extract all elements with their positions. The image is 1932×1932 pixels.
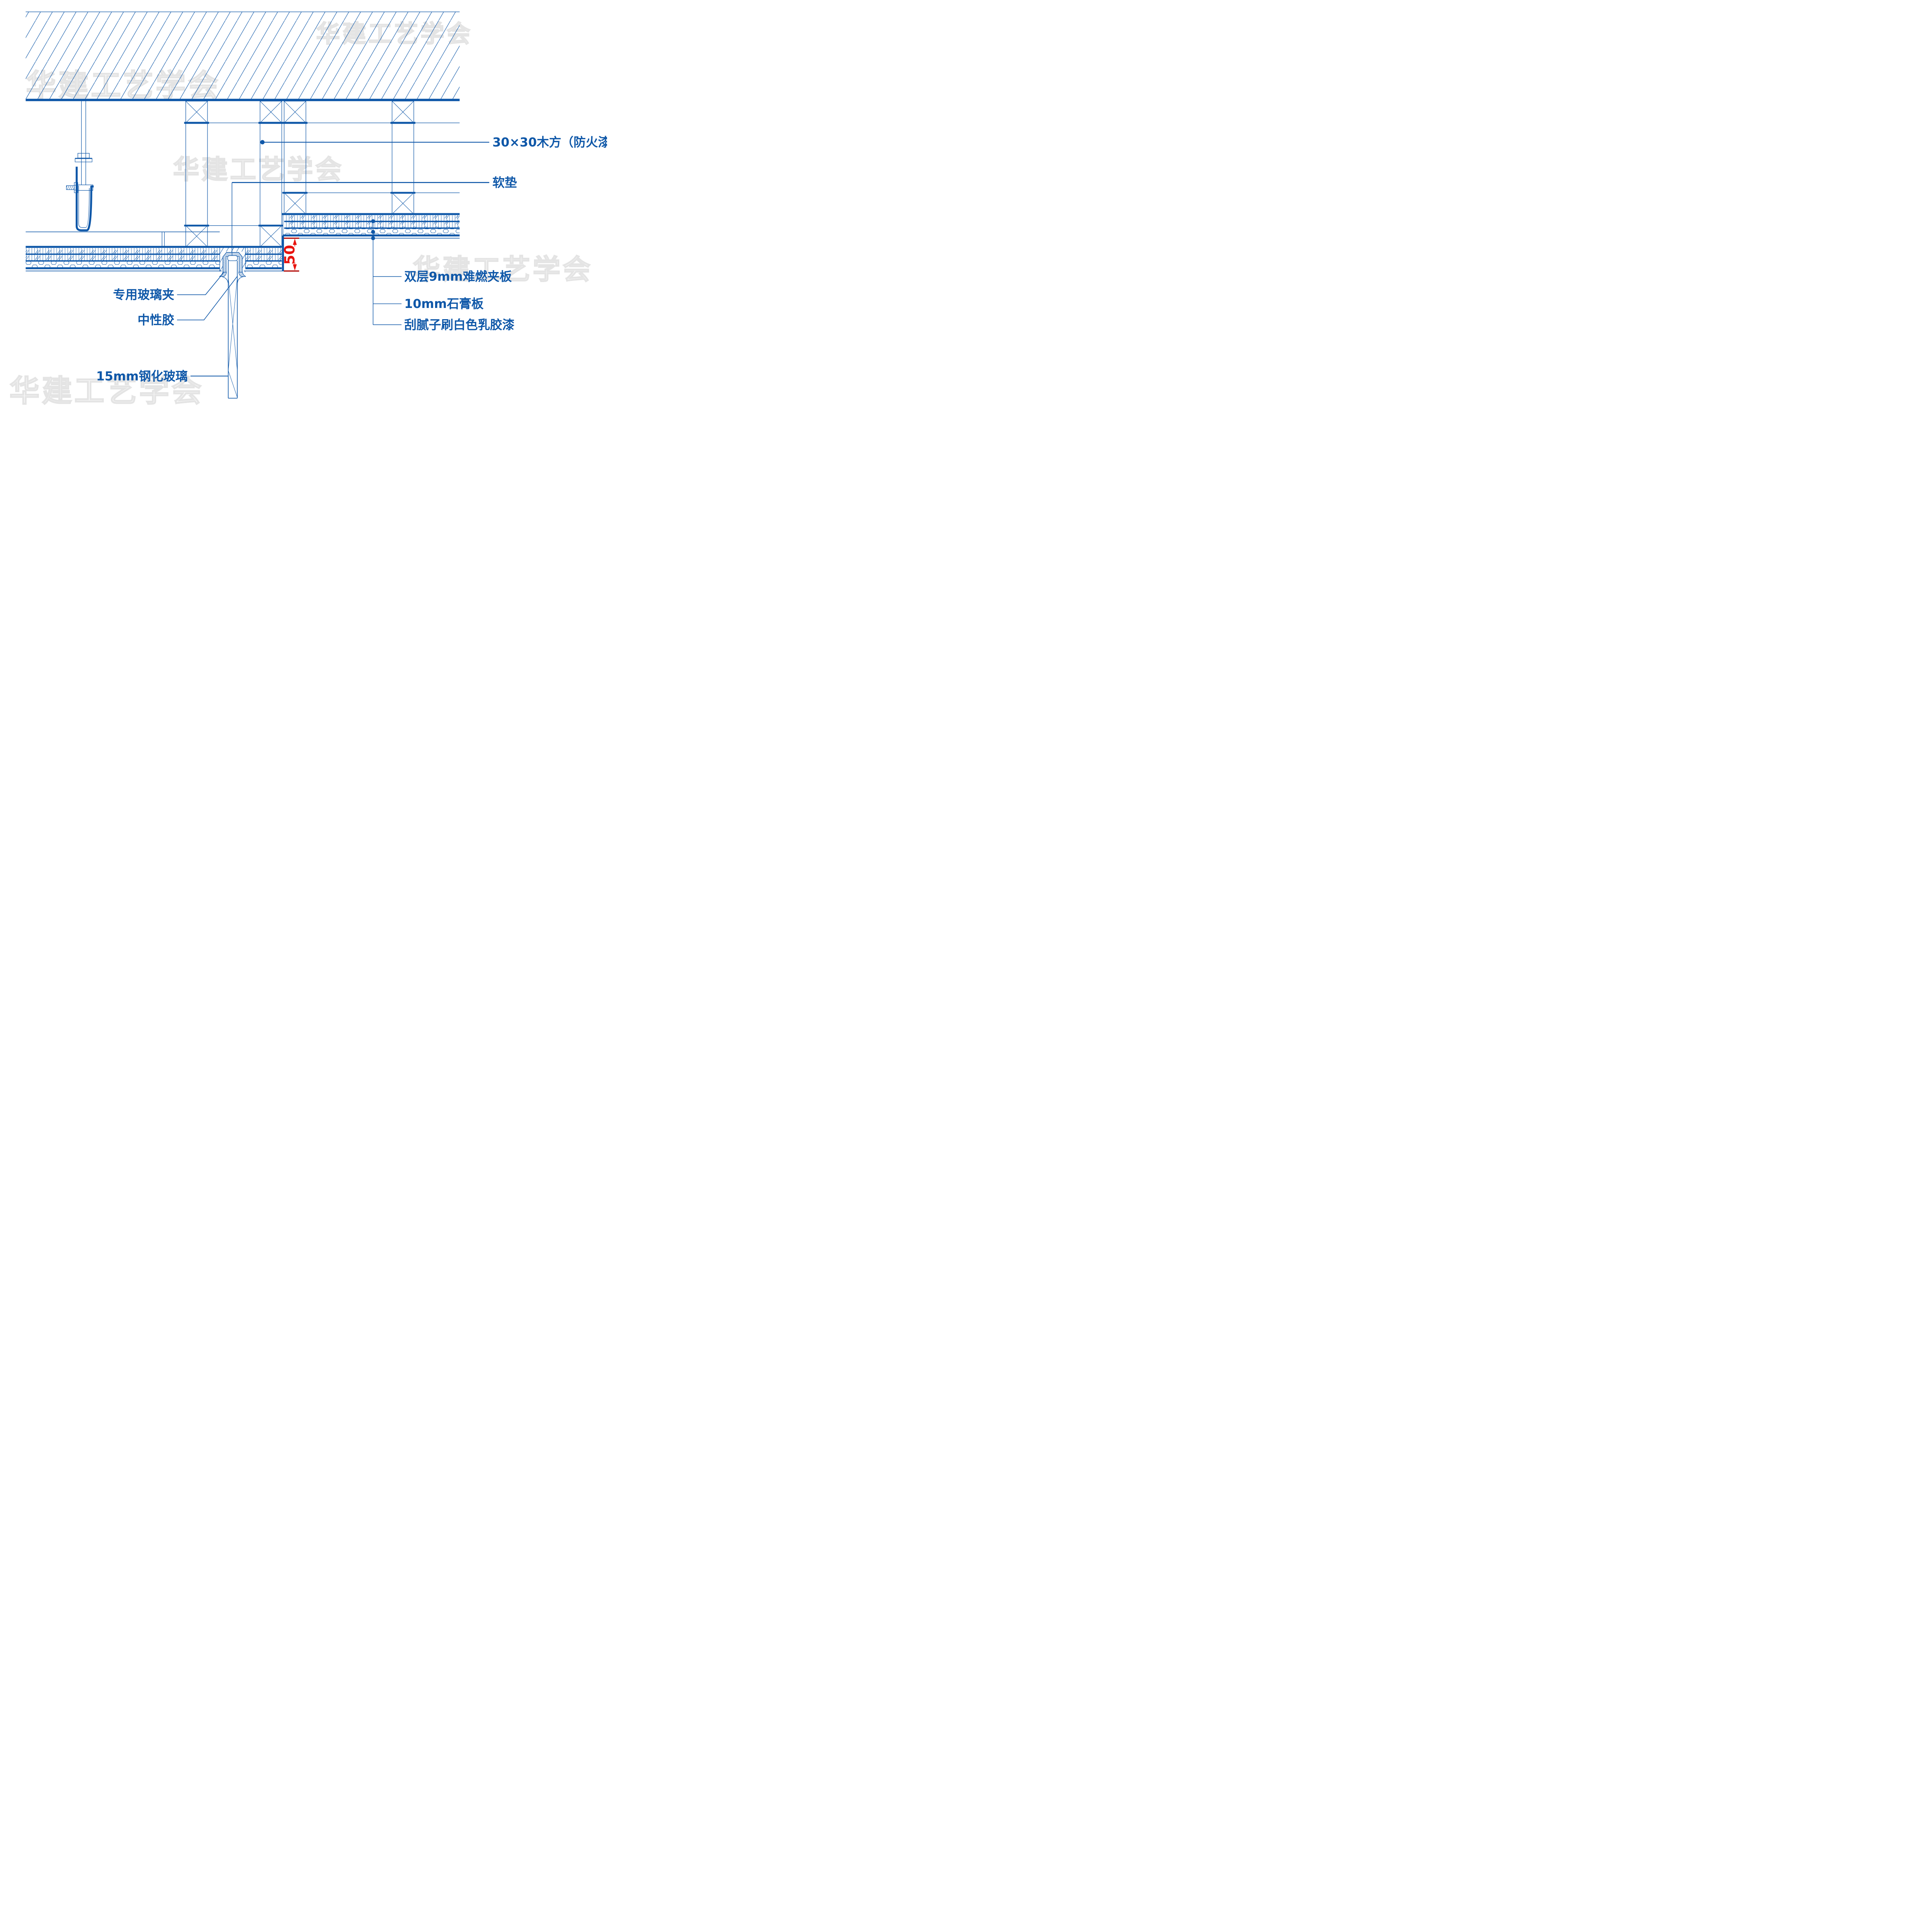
blocking-box xyxy=(184,224,209,247)
wood-blocking-row2-left xyxy=(184,224,283,247)
ceiling-hanger xyxy=(66,100,94,231)
blocking-box xyxy=(390,101,415,124)
leader-dot xyxy=(371,219,375,223)
watermark-text: 华建工艺学会 xyxy=(10,374,204,406)
blocking-box xyxy=(184,101,209,124)
drawing-canvas: 华建工艺学会 华建工艺学会 华建工艺学会 华建工艺学会 华建工艺学会 xyxy=(0,0,607,406)
detail-drawing-svg: 华建工艺学会 华建工艺学会 华建工艺学会 华建工艺学会 华建工艺学会 xyxy=(9,12,607,406)
leader-neutral-sealant xyxy=(177,276,238,320)
leader-dot xyxy=(371,230,375,234)
tempered-glass xyxy=(228,260,238,399)
plywood-layer-2 xyxy=(245,255,282,260)
label-glass-clamp: 专用玻璃夹 xyxy=(113,288,175,302)
label-gypsum-board: 10mm石膏板 xyxy=(404,297,484,311)
leader-glass-clamp xyxy=(177,272,224,295)
dimension-50: 50 xyxy=(281,237,299,272)
blocking-box xyxy=(258,224,283,247)
annotation-labels: 30×30木方（防火漆） 软垫 双层9mm难燃夹板 10mm石膏板 刮腻子刷白色… xyxy=(96,135,607,383)
wood-stud-verticals xyxy=(185,122,414,226)
sealant-fillet-left xyxy=(221,276,228,283)
blocking-box xyxy=(258,101,308,124)
label-neutral-sealant: 中性胶 xyxy=(138,313,174,327)
leader-dot xyxy=(371,236,375,240)
hanger-channel xyxy=(75,167,94,231)
plywood-layer-1 xyxy=(284,215,460,221)
sealant-fillet-right xyxy=(237,276,244,283)
plywood-layer-2 xyxy=(284,222,460,228)
label-soft-pad: 软垫 xyxy=(492,176,517,190)
ceiling-left-assembly xyxy=(26,231,285,272)
dim-value-50: 50 xyxy=(281,245,298,265)
watermark-text: 华建工艺学会 xyxy=(413,253,593,286)
blocking-box xyxy=(260,101,282,123)
leader-layer-stack xyxy=(371,219,402,325)
glass-clamp-assembly xyxy=(219,247,246,283)
blocking-box xyxy=(390,192,415,214)
bolt-thread xyxy=(66,185,75,190)
bolt-nut-top xyxy=(74,182,78,186)
angle-leg xyxy=(77,184,93,191)
label-tempered-glass: 15mm钢化玻璃 xyxy=(96,369,188,383)
plywood-layer-2 xyxy=(26,255,220,260)
plywood-layer-1 xyxy=(245,248,282,254)
hanger-channel-inner xyxy=(78,185,90,228)
plywood-layer-1 xyxy=(26,248,220,254)
leader-wood-batten xyxy=(260,140,490,145)
watermark-text: 华建工艺学会 xyxy=(173,154,344,185)
wood-blocking-row1 xyxy=(184,101,460,124)
dim-arrow-up xyxy=(293,238,297,245)
gypsum-layer xyxy=(245,261,282,268)
hanger-nut xyxy=(77,153,90,158)
leader-lines xyxy=(177,140,490,377)
label-plywood: 双层9mm难燃夹板 xyxy=(404,270,512,284)
bolt-nut-bottom xyxy=(74,190,78,193)
label-putty-paint: 刮腻子刷白色乳胶漆 xyxy=(404,318,515,332)
soft-pad xyxy=(227,255,238,261)
label-wood-batten: 30×30木方（防火漆） xyxy=(492,135,607,150)
gypsum-layer xyxy=(26,261,220,268)
leader-soft-pad xyxy=(231,182,490,256)
dim-arrow-down xyxy=(293,264,297,271)
slab-hatch xyxy=(26,12,460,100)
blocking-box xyxy=(282,192,308,214)
hanger-washer-plate xyxy=(75,158,92,162)
concrete-slab xyxy=(26,12,460,101)
wood-blocking-row2-right xyxy=(282,192,460,214)
